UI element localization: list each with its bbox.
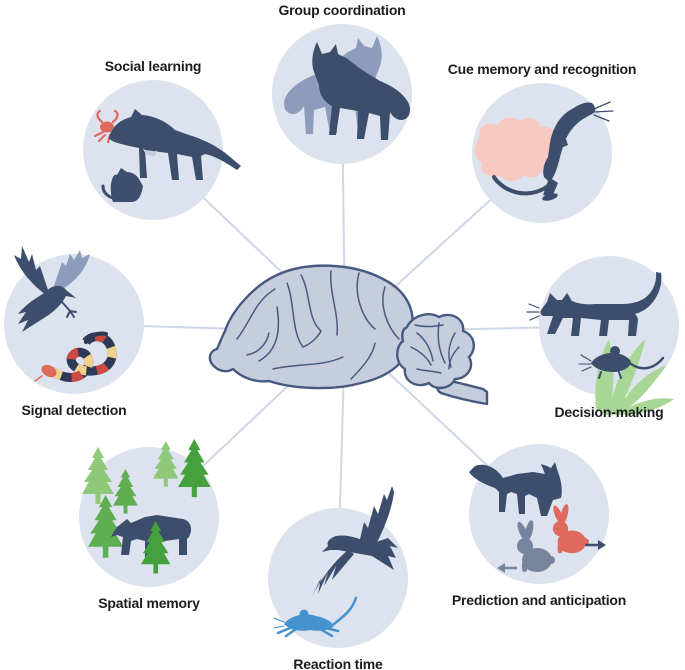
coral-snake-icon (34, 331, 117, 382)
node-cue-memory-and-recognition: Cue memory and recognition (448, 61, 636, 223)
bear-in-forest-icon (82, 439, 211, 574)
node-label: Prediction and anticipation (451, 592, 627, 608)
pine-tree-icon (82, 447, 114, 504)
node-circle (83, 80, 241, 220)
node-label: Social learning (104, 58, 202, 74)
node-social-learning: Social learning (83, 58, 241, 220)
eagle-icon (312, 486, 398, 596)
brain-icon (208, 264, 489, 406)
raven-coral-snake-icon (14, 246, 117, 382)
node-label: Group coordination (278, 2, 406, 18)
node-label: Reaction time (293, 656, 383, 670)
mouse-icon (578, 346, 665, 379)
node-circle (272, 24, 412, 164)
pine-tree-icon (113, 469, 138, 514)
node-reaction-time: Reaction time (268, 486, 408, 670)
cat-stalking-mouse-icon (526, 272, 674, 415)
node-circle (472, 83, 614, 223)
node-circle (79, 439, 219, 587)
tasmanian-devil-family-icon (93, 109, 241, 202)
stalking-cat-icon (526, 272, 662, 336)
node-group-coordination: Group coordination (272, 2, 412, 164)
cerebrum (208, 264, 414, 390)
brain-illustration (203, 243, 489, 413)
arrow-right-icon (585, 540, 606, 550)
blue-mouse-icon (273, 596, 358, 638)
devil-pup-icon (110, 168, 143, 202)
node-label: Decision-making (554, 404, 664, 420)
diving-raptor-blue-mouse-icon (273, 486, 398, 638)
node-circle (268, 486, 408, 648)
node-circle (4, 246, 144, 394)
odor-plume (474, 117, 562, 181)
node-spatial-memory: Spatial memory (79, 439, 219, 611)
node-circle (469, 444, 609, 584)
node-label: Cue memory and recognition (447, 61, 637, 77)
rat-odor-plume-icon (474, 101, 614, 201)
node-decision-making: Decision-making (526, 256, 679, 420)
crab-prey-icon (93, 109, 121, 144)
fox-watching-rabbits-icon (469, 462, 606, 573)
red-rabbit-icon (551, 503, 589, 554)
raven-icon (14, 246, 90, 332)
node-signal-detection: Signal detection (4, 246, 144, 418)
howling-wolves-icon (284, 36, 410, 140)
fox-icon (469, 462, 562, 516)
node-label: Signal detection (21, 402, 127, 418)
arrow-left-icon (497, 563, 517, 573)
grass-icon (595, 339, 674, 415)
node-circle (526, 256, 679, 415)
pine-tree-icon (178, 439, 211, 498)
pine-tree-icon (153, 441, 179, 487)
node-label: Spatial memory (98, 595, 200, 611)
cerebellum (396, 313, 475, 390)
gray-rabbit-icon (515, 519, 555, 572)
node-prediction-and-anticipation: Prediction and anticipation (452, 444, 626, 608)
